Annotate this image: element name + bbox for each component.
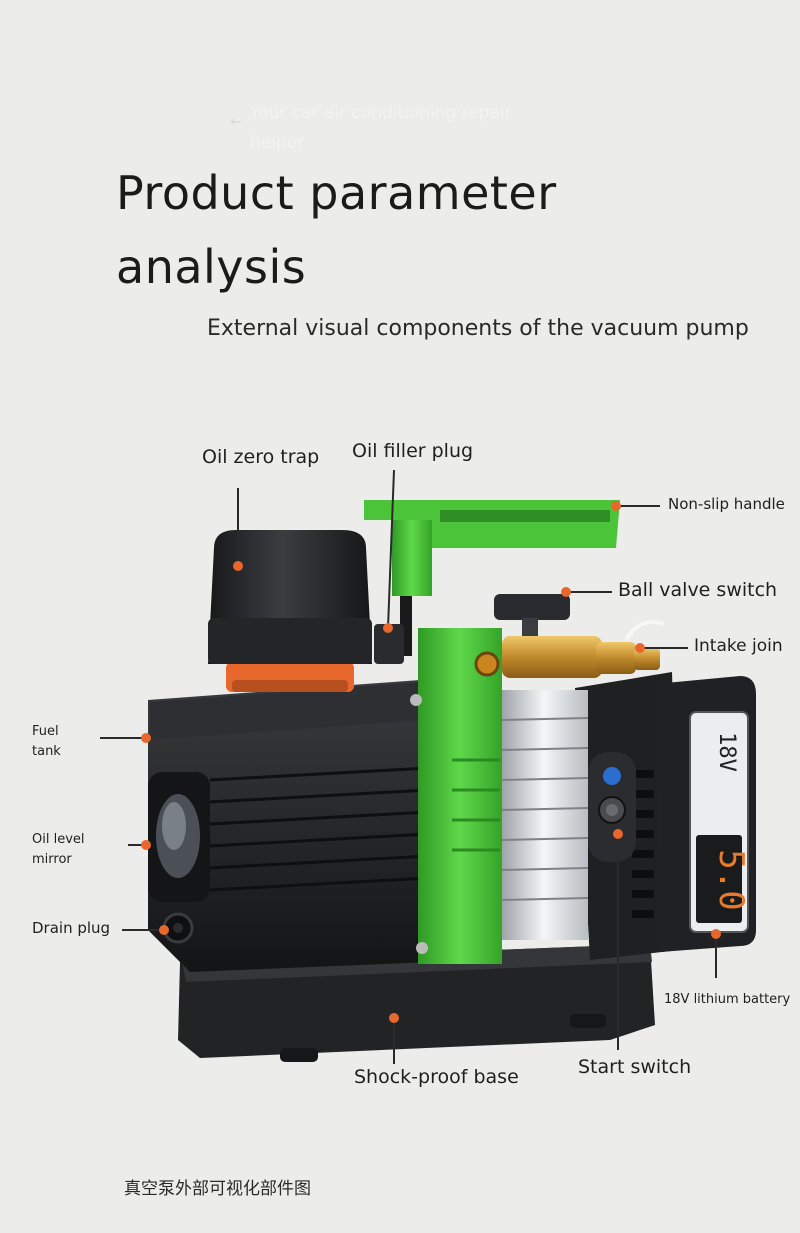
watermark-arrow-icon: ← [230, 114, 242, 130]
label-non-slip-handle: Non-slip handle [668, 495, 785, 513]
non-slip-handle-part [364, 500, 620, 964]
page-subtitle: External visual components of the vacuum… [207, 316, 749, 341]
oil-level-mirror-part [148, 772, 210, 902]
battery-voltage-text: 18V [714, 732, 739, 772]
page-title: Product parameter analysis [116, 166, 557, 294]
oil-filler-plug-part [374, 596, 412, 664]
label-oil-zero-trap: Oil zero trap [202, 446, 320, 468]
intake-joint-part [624, 620, 665, 670]
callout-markers [141, 501, 721, 1023]
battery-capacity-text: 5.0 [711, 849, 751, 910]
fuel-tank-part [148, 680, 432, 972]
label-start-switch: Start switch [578, 1056, 692, 1078]
label-ball-valve-switch: Ball valve switch [618, 579, 778, 601]
label-oil-filler-plug: Oil filler plug [352, 440, 474, 462]
watermark-text: Your car air conditioning repair helper [250, 103, 512, 153]
label-shock-proof-base: Shock-proof base [354, 1066, 519, 1088]
motor-cooling-fins [499, 690, 589, 940]
oil-zero-trap-part [208, 530, 372, 692]
label-intake-join: Intake join [694, 636, 783, 656]
label-fuel-tank: Fuel tank [32, 724, 61, 759]
shock-proof-base-part [178, 944, 655, 1062]
lithium-battery-part: 18V 5.0 [655, 676, 756, 952]
label-18v-lithium-battery: 18V lithium battery [664, 992, 791, 1007]
footer-caption: 真空泵外部可视化部件图 [124, 1179, 311, 1199]
start-switch-part [588, 752, 636, 862]
leader-lines [100, 469, 717, 1064]
ball-valve-switch-part [494, 594, 636, 678]
label-oil-level-mirror: Oil level mirror [32, 832, 85, 867]
label-drain-plug: Drain plug [32, 919, 111, 937]
